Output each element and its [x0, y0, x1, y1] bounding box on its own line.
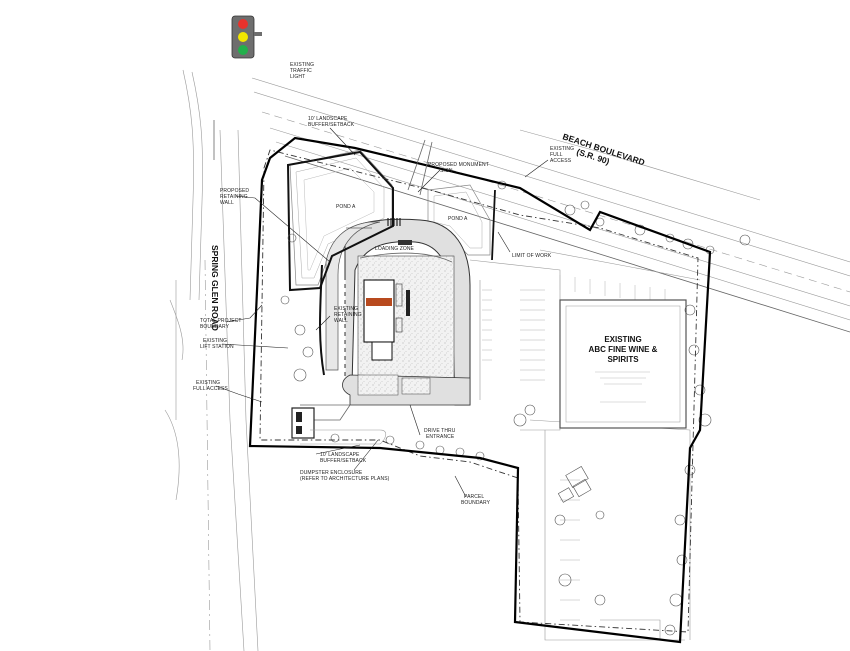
- label-total-project-boundary: TOTAL PROJECT BOUNDARY: [200, 318, 242, 330]
- retaining-walls: [286, 150, 496, 376]
- label-landscape-buffer-bottom: 10' LANDSCAPE BUFFER/SETBACK: [320, 452, 367, 464]
- road-label-spring-glen: SPRING GLEN ROAD: [210, 245, 220, 331]
- label-traffic-light: EXISTING TRAFFIC LIGHT: [290, 62, 314, 80]
- traffic-light-icon: [231, 15, 262, 59]
- building-name-line1: EXISTING: [604, 335, 641, 344]
- road-label-beach-boulevard: BEACH BOULEVARD (S.R. 90): [561, 131, 646, 167]
- svg-text:BUFFER/SETBACK: BUFFER/SETBACK: [320, 458, 367, 464]
- label-landscape-buffer-top: 10' LANDSCAPE BUFFER/SETBACK: [308, 116, 355, 128]
- driveway-entrance: [407, 139, 433, 196]
- svg-text:10' LANDSCAPE: 10' LANDSCAPE: [320, 452, 360, 458]
- label-drive-thru-entrance: DRIVE THRU ENTRANCE: [424, 428, 456, 440]
- svg-text:EXISTING: EXISTING: [550, 146, 574, 152]
- svg-text:PROPOSED MONUMENT: PROPOSED MONUMENT: [428, 162, 489, 168]
- building-name-line3: SPIRITS: [607, 355, 639, 364]
- landscape-symbols: [280, 180, 751, 636]
- svg-text:BOUNDARY: BOUNDARY: [461, 500, 491, 506]
- label-existing-lift-station: EXISTING LIFT STATION: [200, 338, 234, 350]
- svg-text:TRAFFIC: TRAFFIC: [290, 68, 312, 74]
- building-name-line2: ABC FINE WINE &: [589, 345, 658, 354]
- existing-building-abc: EXISTING ABC FINE WINE & SPIRITS: [559, 299, 687, 429]
- svg-text:PROPOSED: PROPOSED: [220, 188, 249, 194]
- svg-text:ACCESS: ACCESS: [550, 158, 572, 164]
- label-monument-sign: PROPOSED MONUMENT SIGN: [428, 162, 489, 174]
- svg-text:10' LANDSCAPE: 10' LANDSCAPE: [308, 116, 348, 122]
- label-parcel-boundary: PARCEL BOUNDARY: [461, 494, 491, 506]
- svg-text:BUFFER/SETBACK: BUFFER/SETBACK: [308, 122, 355, 128]
- proposed-building: [363, 279, 410, 361]
- existing-parking-lot: [469, 249, 701, 641]
- svg-text:EXISTING: EXISTING: [334, 306, 358, 312]
- limit-of-work-line: [259, 149, 699, 633]
- svg-text:EXISTING: EXISTING: [196, 380, 220, 386]
- label-proposed-retaining-wall: PROPOSED RETAINING WALL: [220, 188, 249, 206]
- label-pond-west: POND A: [336, 204, 356, 210]
- svg-text:WALL: WALL: [334, 318, 348, 324]
- svg-text:EXISTING: EXISTING: [290, 62, 314, 68]
- svg-text:DRIVE THRU: DRIVE THRU: [424, 428, 456, 434]
- svg-text:BOUNDARY: BOUNDARY: [200, 324, 230, 330]
- svg-text:TOTAL PROJECT: TOTAL PROJECT: [200, 318, 242, 324]
- svg-text:WALL: WALL: [220, 200, 234, 206]
- svg-text:EXISTING: EXISTING: [203, 338, 227, 344]
- svg-text:RETAINING: RETAINING: [334, 312, 362, 318]
- label-dumpster-enclosure: DUMPSTER ENCLOSURE (REFER TO ARCHITECTUR…: [300, 470, 390, 482]
- svg-text:SPRING GLEN ROAD: SPRING GLEN ROAD: [210, 245, 220, 331]
- svg-text:LIGHT: LIGHT: [290, 74, 305, 80]
- building-cluster: [557, 466, 592, 503]
- label-existing-full-access-right: EXISTING FULL ACCESS: [550, 146, 574, 164]
- label-pond-east: POND A: [448, 216, 468, 222]
- leader-lines: [215, 127, 549, 498]
- label-limit-of-work: LIMIT OF WORK: [512, 253, 552, 259]
- svg-text:RETAINING: RETAINING: [220, 194, 248, 200]
- label-existing-full-access-left: EXISTING FULL ACCESS: [193, 380, 228, 392]
- svg-text:ENTRANCE: ENTRANCE: [426, 434, 455, 440]
- lower-pavement: [291, 374, 471, 445]
- svg-text:FULL ACCESS: FULL ACCESS: [193, 386, 228, 392]
- svg-text:FULL: FULL: [550, 152, 563, 158]
- label-existing-retaining-wall: EXISTING RETAINING WALL: [334, 306, 362, 324]
- project-boundary-line: [248, 136, 712, 644]
- label-loading-zone: LOADING ZONE: [375, 246, 415, 252]
- svg-text:SIGN: SIGN: [440, 168, 453, 174]
- svg-text:DUMPSTER ENCLOSURE: DUMPSTER ENCLOSURE: [300, 470, 363, 476]
- svg-text:PARCEL: PARCEL: [464, 494, 484, 500]
- spring-glen-road: [164, 69, 259, 651]
- svg-text:LIFT STATION: LIFT STATION: [200, 344, 234, 350]
- svg-text:(REFER TO ARCHITECTURE PLANS): (REFER TO ARCHITECTURE PLANS): [300, 476, 390, 482]
